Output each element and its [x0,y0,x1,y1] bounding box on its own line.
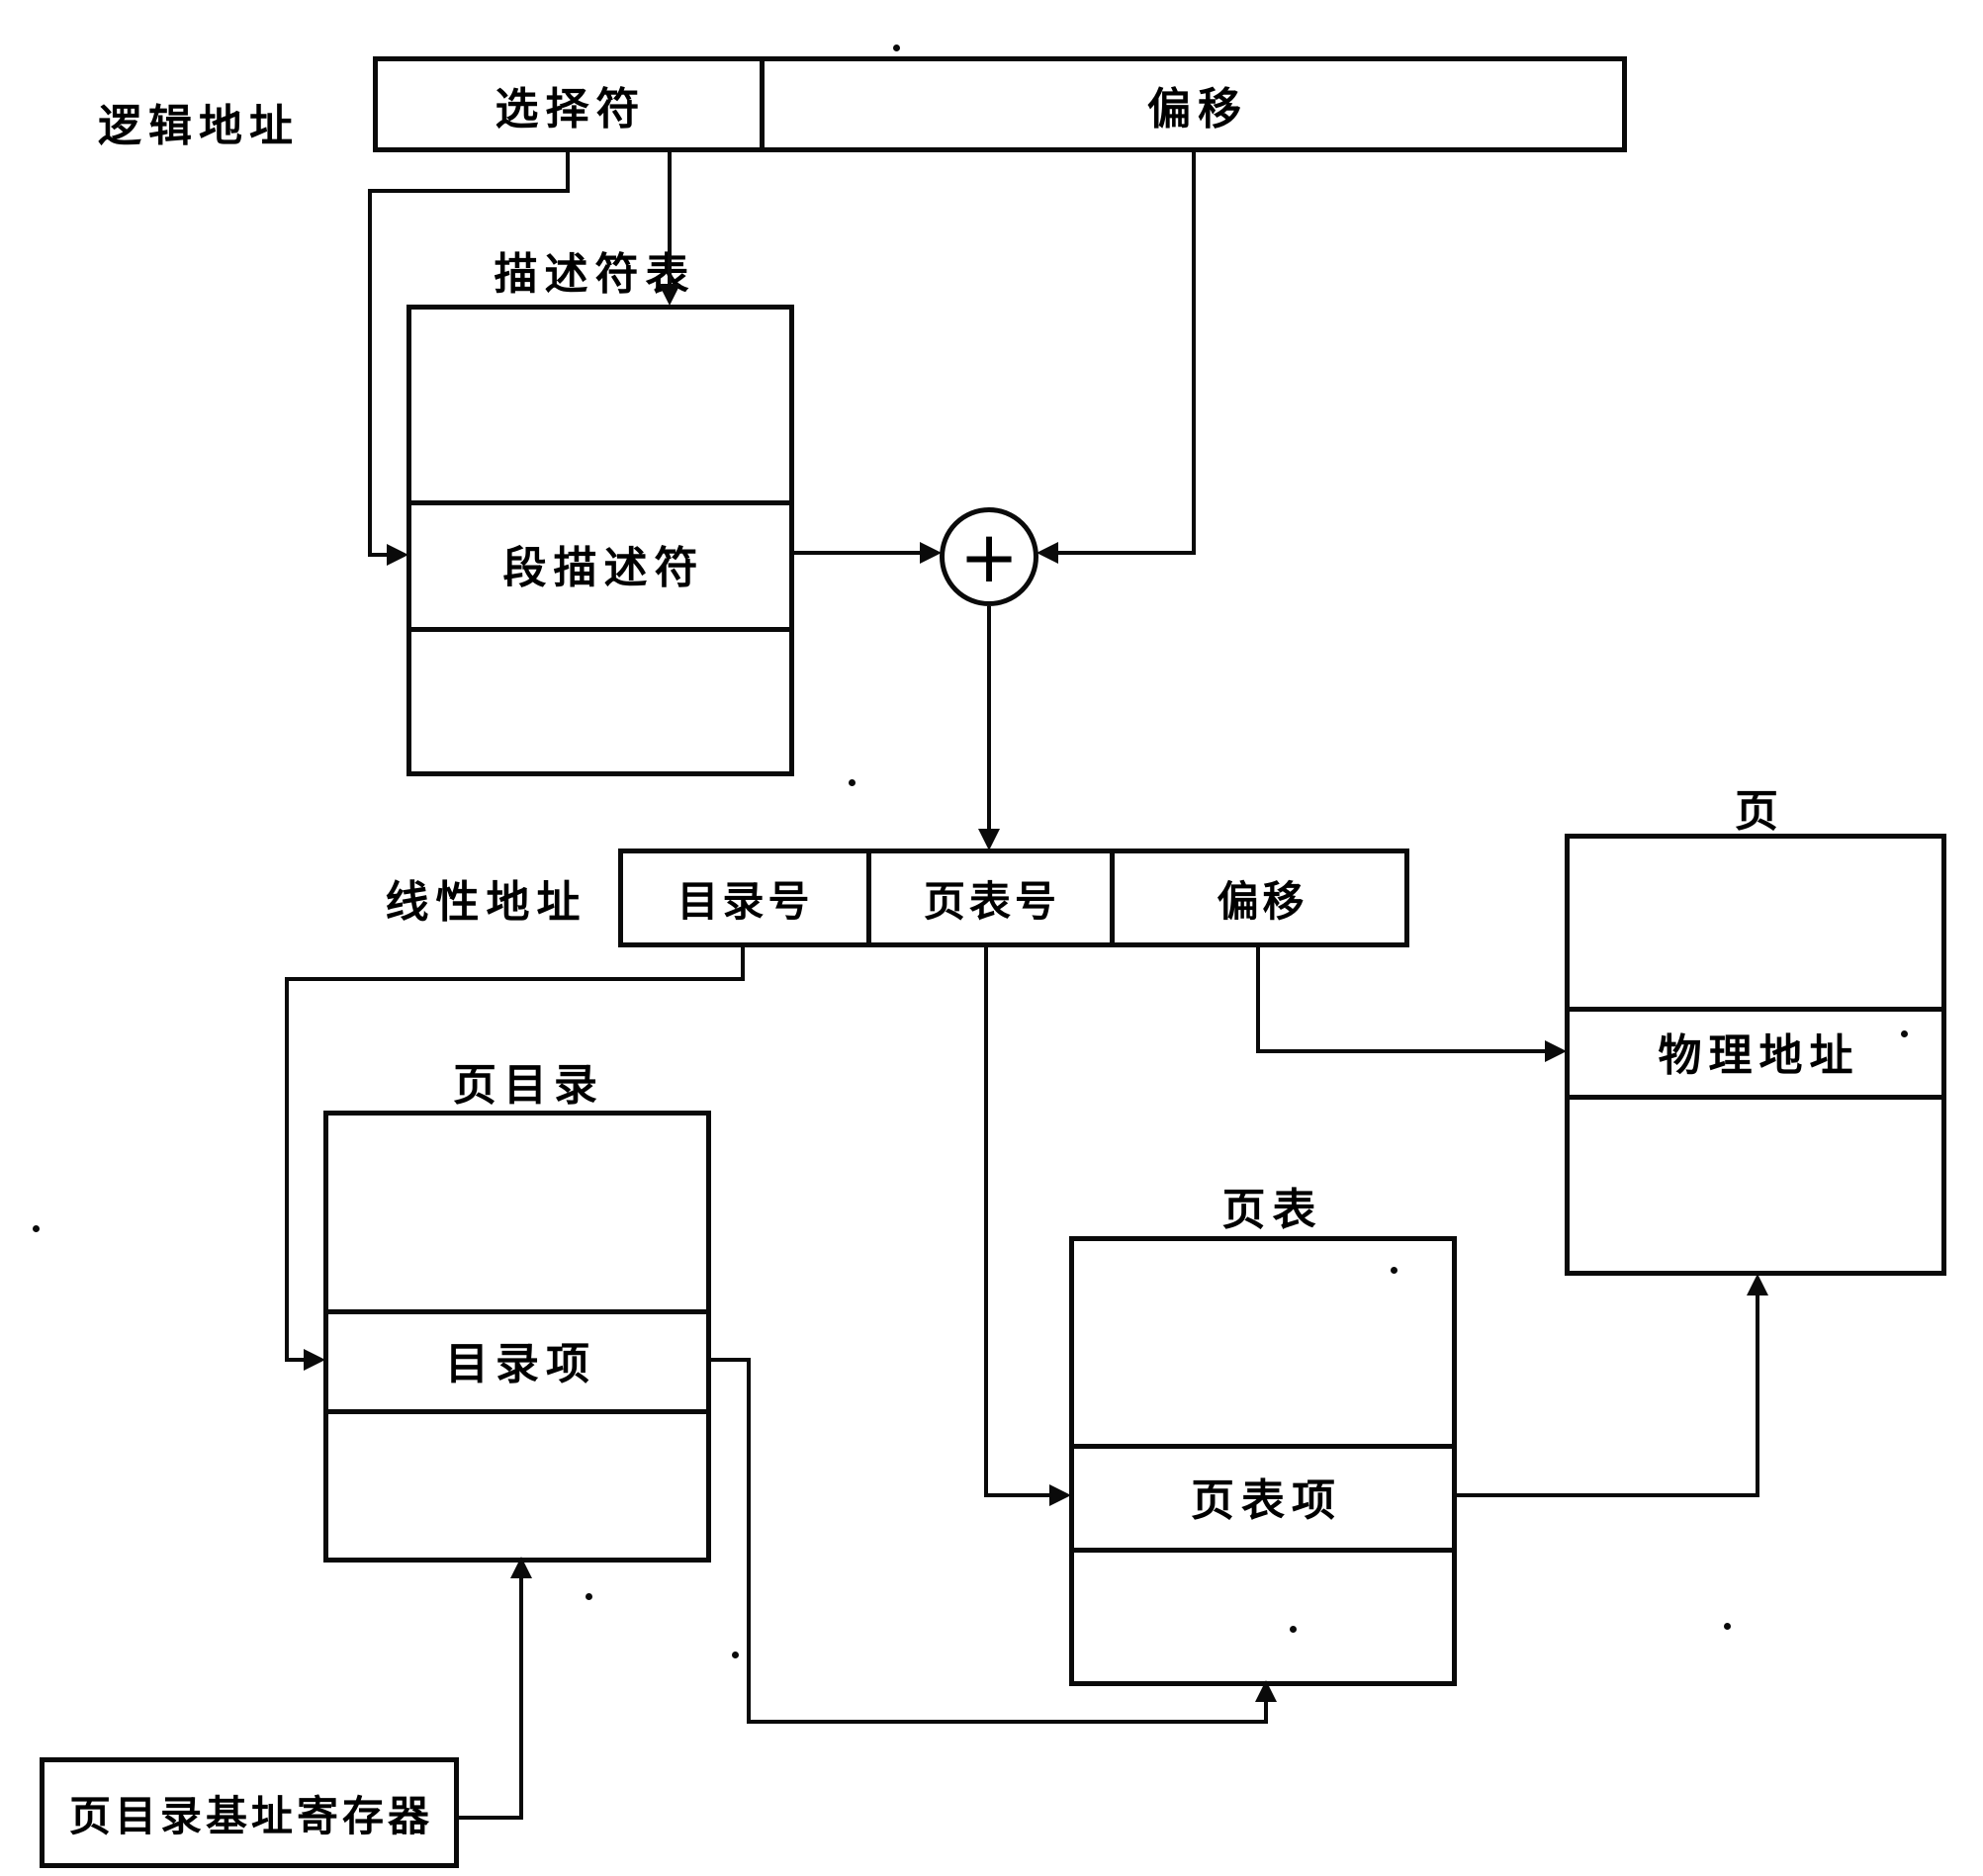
descriptor-table-label: 描述符表 [494,249,696,300]
scan-artifact-dot [849,779,856,786]
logical-address-box [373,56,1627,152]
scan-artifact-dot [33,1225,40,1232]
descriptor-table-row-divider-top [406,500,794,505]
scan-artifact-dot [1391,1267,1397,1274]
linear-address-divider-1 [866,849,871,947]
connector-pdbr-up [519,1576,523,1820]
connector-selector-left [368,189,570,193]
page-table-entry-row: 页表项 [1191,1474,1342,1526]
scan-artifact-dot [1290,1626,1297,1633]
connector-descriptor-to-adder [794,551,921,555]
connector-linoffset-down [1256,947,1260,1053]
page-table-row-divider-top [1069,1444,1457,1449]
scan-artifact-dot [732,1652,739,1658]
page-row-divider-top [1565,1007,1946,1012]
scan-artifact-dot [893,45,900,51]
linear-address-divider-2 [1110,849,1115,947]
arrowhead-into-adder-left [920,542,942,564]
page-directory-row-divider-bottom [323,1409,711,1414]
connector-ptno-right [984,1493,1053,1497]
arrowhead-into-segment-descriptor [387,544,408,566]
scan-artifact-dot [1724,1623,1731,1630]
linear-address-box [618,849,1409,947]
connector-direntry-up [1264,1699,1268,1724]
page-table-row-divider-bottom [1069,1548,1457,1553]
connector-pdbr-right [459,1816,523,1820]
page-row-divider-bottom [1565,1095,1946,1100]
page-table-label: 页表 [1221,1185,1323,1235]
connector-ptentry-up [1756,1294,1759,1497]
connector-ptno-down [984,947,988,1497]
logical-address-label: 逻辑地址 [98,101,300,151]
connector-dirno-down [741,947,745,981]
connector-dirno-into-pagedir [285,1358,310,1362]
segment-descriptor-row: 段描述符 [502,543,705,593]
plus-icon: + [958,515,1020,598]
linear-address-label: 线性地址 [385,877,587,928]
connector-offset-down [1192,152,1196,555]
arrowhead-into-physical-address [1545,1040,1567,1062]
page-table-number-cell: 页表号 [923,876,1060,926]
page-label: 页 [1735,785,1785,837]
arrowhead-into-page-directory-bottom [510,1557,532,1578]
connector-selector-down [566,152,570,193]
physical-address-row: 物理地址 [1658,1029,1860,1081]
page-directory-row-divider-top [323,1309,711,1314]
scan-artifact-dot [1901,1030,1908,1037]
pdbr-box [40,1757,459,1868]
connector-adder-down [987,606,991,832]
page-box [1565,834,1946,1276]
descriptor-table-row-divider-bottom [406,627,794,632]
directory-number-cell: 目录号 [676,876,814,926]
connector-direntry-drop [747,1358,751,1724]
adder-circle: + [940,507,1038,606]
connector-linoffset-right [1256,1049,1548,1053]
selector-cell: 选择符 [495,83,647,134]
connector-selector-into-table [368,553,393,557]
arrowhead-into-adder-right [1037,542,1058,564]
arrowhead-into-linear-box [978,829,1000,850]
linear-offset-cell: 偏移 [1217,876,1308,926]
connector-dirno-drop [285,977,289,1362]
directory-entry-row: 目录项 [445,1338,596,1389]
connector-direntry-right [711,1358,751,1362]
connector-offset-to-adder [1056,551,1196,555]
descriptor-table-box [406,305,794,776]
arrowhead-into-table-top [659,284,680,306]
pdbr-label: 页目录基址寄存器 [68,1791,433,1840]
page-directory-label: 页目录 [453,1060,604,1111]
arrowhead-into-page-bottom [1747,1274,1768,1295]
connector-ptentry-right [1457,1493,1759,1497]
connector-dirno-left [285,977,745,981]
arrowhead-into-directory-entry [304,1349,325,1371]
connector-selector-drop [368,189,372,557]
connector-direntry-bottom [747,1720,1268,1724]
connector-selector-to-table-top [668,152,672,287]
logical-address-cell-divider [760,56,765,152]
page-directory-box [323,1111,711,1563]
scan-artifact-dot [586,1593,592,1600]
arrowhead-into-page-table-entry [1049,1484,1071,1506]
arrowhead-into-page-table-bottom [1255,1680,1277,1702]
offset-cell: 偏移 [1147,83,1248,134]
